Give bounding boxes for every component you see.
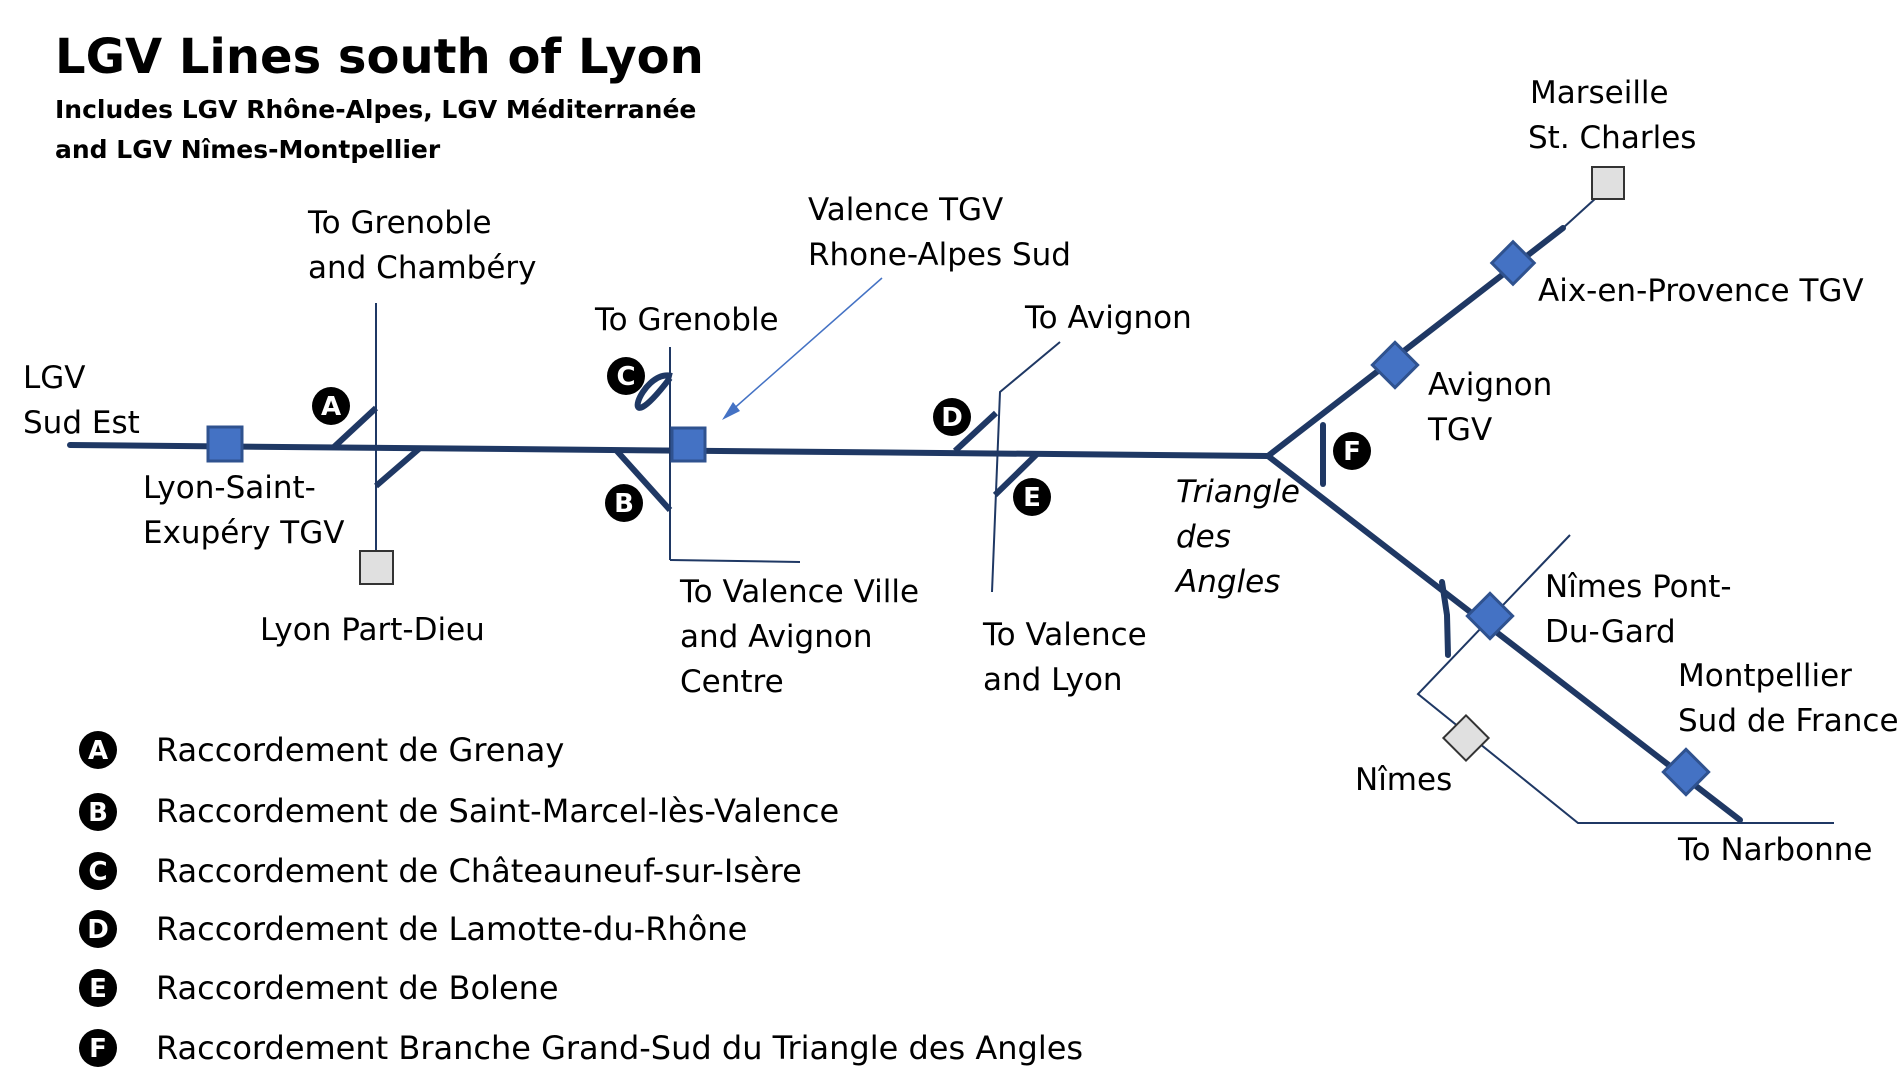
svg-text:F: F: [1343, 437, 1361, 467]
label-to-grenoble-chambery-1: To Grenoble: [307, 205, 492, 241]
legend-item-a: A Raccordement de Grenay: [79, 731, 564, 769]
svg-text:Raccordement de Bolene: Raccordement de Bolene: [156, 969, 559, 1007]
label-lyon-part-dieu: Lyon Part-Dieu: [260, 612, 485, 648]
station-aix: [1489, 239, 1537, 287]
label-marseille-2: St. Charles: [1528, 120, 1696, 156]
svg-text:A: A: [321, 392, 341, 422]
svg-text:C: C: [616, 362, 635, 392]
badge-d: D: [933, 398, 971, 436]
stations: [206, 166, 1711, 797]
label-marseille-1: Marseille: [1530, 75, 1669, 111]
badge-b: B: [605, 484, 643, 522]
svg-text:E: E: [1023, 483, 1041, 513]
label-aix: Aix-en-Provence TGV: [1538, 273, 1864, 309]
label-triangle-1: Triangle: [1176, 474, 1300, 510]
badge-a: A: [312, 387, 350, 425]
svg-text:C: C: [88, 857, 107, 887]
svg-text:Raccordement de Grenay: Raccordement de Grenay: [156, 731, 564, 769]
label-to-valence-ville-1: To Valence Ville: [679, 574, 919, 610]
svg-text:D: D: [941, 403, 963, 433]
station-nimes: [1441, 713, 1491, 763]
label-valence-tgv-2: Rhone-Alpes Sud: [808, 237, 1071, 273]
raccordement-spurs: [331, 372, 1040, 513]
map-badges: A B C D E F: [312, 357, 1371, 522]
svg-text:B: B: [88, 798, 108, 828]
label-to-grenoble-chambery-2: and Chambéry: [308, 250, 537, 286]
label-nimes-pont-2: Du-Gard: [1545, 614, 1676, 650]
svg-text:Raccordement Branche Grand-Sud: Raccordement Branche Grand-Sud du Triang…: [156, 1029, 1083, 1067]
legend: A Raccordement de Grenay B Raccordement …: [79, 731, 1083, 1067]
legend-item-e: E Raccordement de Bolene: [79, 969, 559, 1007]
badge-f: F: [1333, 432, 1371, 470]
label-to-grenoble: To Grenoble: [594, 302, 779, 338]
label-montpellier-1: Montpellier: [1678, 658, 1852, 694]
label-triangle-2: des: [1176, 519, 1231, 555]
station-marseille: [1591, 166, 1625, 200]
label-valence-tgv-1: Valence TGV: [808, 192, 1003, 228]
place-labels: LGV Sud Est Lyon-Saint- Exupéry TGV Lyon…: [23, 75, 1899, 868]
svg-text:F: F: [89, 1034, 107, 1064]
valence-pointer-arrow: [722, 277, 883, 420]
svg-text:A: A: [88, 736, 108, 766]
label-lgv-sud-est-1: LGV: [23, 360, 86, 396]
station-lyon-part-dieu: [359, 550, 394, 585]
page-subtitle-line2: and LGV Nîmes-Montpellier: [55, 135, 441, 164]
station-lyon-st-exupery: [206, 425, 244, 463]
svg-text:Raccordement de Châteauneuf-su: Raccordement de Châteauneuf-sur-Isère: [156, 852, 802, 890]
svg-text:B: B: [614, 489, 634, 519]
svg-text:E: E: [89, 974, 107, 1004]
svg-text:D: D: [87, 915, 109, 945]
label-to-valence-ville-2: and Avignon: [680, 619, 872, 655]
legend-item-b: B Raccordement de Saint-Marcel-lès-Valen…: [79, 792, 839, 831]
label-to-narbonne: To Narbonne: [1677, 832, 1872, 868]
label-triangle-3: Angles: [1174, 564, 1280, 600]
label-montpellier-2: Sud de France: [1678, 703, 1899, 739]
svg-text:Raccordement de Lamotte-du-Rhô: Raccordement de Lamotte-du-Rhône: [156, 910, 747, 948]
label-lyon-st-exupery-2: Exupéry TGV: [143, 515, 344, 551]
label-lyon-st-exupery-1: Lyon-Saint-: [143, 470, 316, 506]
svg-text:Raccordement de Saint-Marcel-l: Raccordement de Saint-Marcel-lès-Valence: [156, 792, 839, 830]
page-subtitle-line1: Includes LGV Rhône-Alpes, LGV Méditerran…: [55, 95, 696, 124]
label-to-valence-lyon-2: and Lyon: [983, 662, 1123, 698]
legend-item-c: C Raccordement de Châteauneuf-sur-Isère: [79, 852, 802, 890]
legend-item-d: D Raccordement de Lamotte-du-Rhône: [79, 910, 747, 948]
label-avignon-tgv-1: Avignon: [1428, 367, 1552, 403]
label-lgv-sud-est-2: Sud Est: [23, 405, 140, 441]
label-nimes: Nîmes: [1355, 762, 1452, 798]
badge-e: E: [1013, 478, 1051, 516]
station-nimes-pont-du-gard: [1465, 591, 1515, 641]
label-avignon-tgv-2: TGV: [1427, 412, 1492, 448]
station-montpellier: [1661, 747, 1711, 797]
legend-item-f: F Raccordement Branche Grand-Sud du Tria…: [79, 1029, 1083, 1067]
label-nimes-pont-1: Nîmes Pont-: [1545, 569, 1732, 605]
station-avignon-tgv: [1370, 340, 1420, 390]
label-to-avignon: To Avignon: [1024, 300, 1192, 336]
page-title: LGV Lines south of Lyon: [55, 29, 704, 85]
station-valence-tgv: [670, 426, 707, 463]
label-to-valence-lyon-1: To Valence: [982, 617, 1147, 653]
badge-c: C: [607, 357, 645, 395]
label-to-valence-ville-3: Centre: [680, 664, 784, 700]
